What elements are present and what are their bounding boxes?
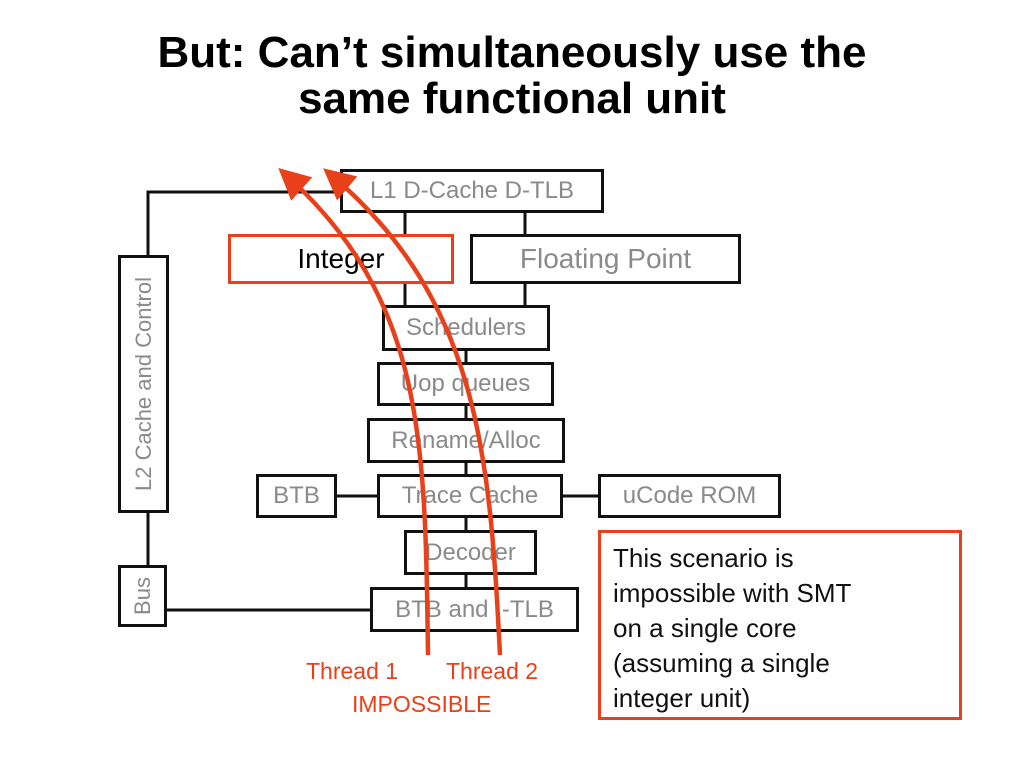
thread-2-arrow	[323, 168, 503, 656]
btb-itlb-block: BTB and I-TLB	[370, 587, 579, 632]
l1-dcache-block: L1 D-Cache D-TLB	[340, 169, 604, 213]
l2-cache-block: L2 Cache and Control	[118, 255, 169, 513]
link-l2-l1	[146, 190, 340, 255]
thread-1-arrow	[278, 167, 431, 656]
trace-cache-block: Trace Cache	[377, 474, 563, 518]
impossible-label: IMPOSSIBLE	[352, 691, 492, 717]
slide-title: But: Can’t simultaneously use the same f…	[0, 30, 1024, 122]
note-line-3: on a single core	[613, 613, 797, 643]
note-line-2: impossible with SMT	[613, 578, 852, 608]
bus-block: Bus	[118, 565, 167, 627]
thread-1-label: Thread 1	[306, 658, 399, 684]
note-line-4: (assuming a single	[613, 648, 830, 678]
title-line-1: But: Can’t simultaneously use the	[157, 28, 867, 77]
title-line-2: same functional unit	[298, 74, 726, 123]
btb-block: BTB	[256, 474, 337, 518]
schedulers-block: Schedulers	[382, 305, 550, 351]
scenario-note: This scenario is impossible with SMT on …	[598, 530, 962, 720]
ucode-rom-block: uCode ROM	[598, 474, 781, 518]
note-line-1: This scenario is	[613, 543, 794, 573]
note-line-5: integer unit)	[613, 683, 751, 713]
thread-2-label: Thread 2	[446, 658, 539, 684]
floating-point-block: Floating Point	[470, 234, 741, 284]
